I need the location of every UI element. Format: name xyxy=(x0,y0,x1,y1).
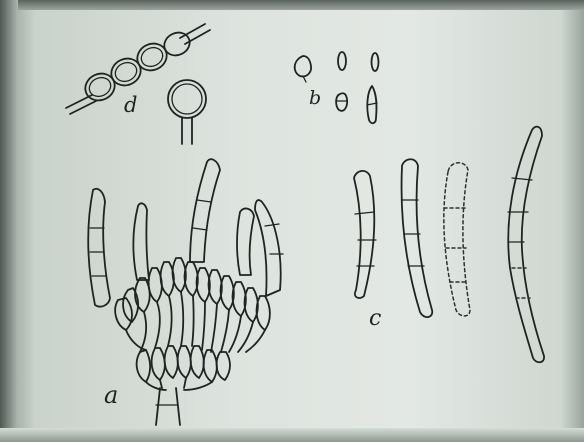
panel-label-a: a xyxy=(104,383,118,407)
single-spore-d xyxy=(168,80,206,144)
panel-label-d: d xyxy=(124,95,137,116)
chain-of-spores-d xyxy=(66,24,210,114)
panel-label-b: b xyxy=(309,89,321,108)
spores-b xyxy=(295,52,379,123)
panel-label-c: c xyxy=(369,308,381,330)
conidia-c xyxy=(354,127,544,363)
